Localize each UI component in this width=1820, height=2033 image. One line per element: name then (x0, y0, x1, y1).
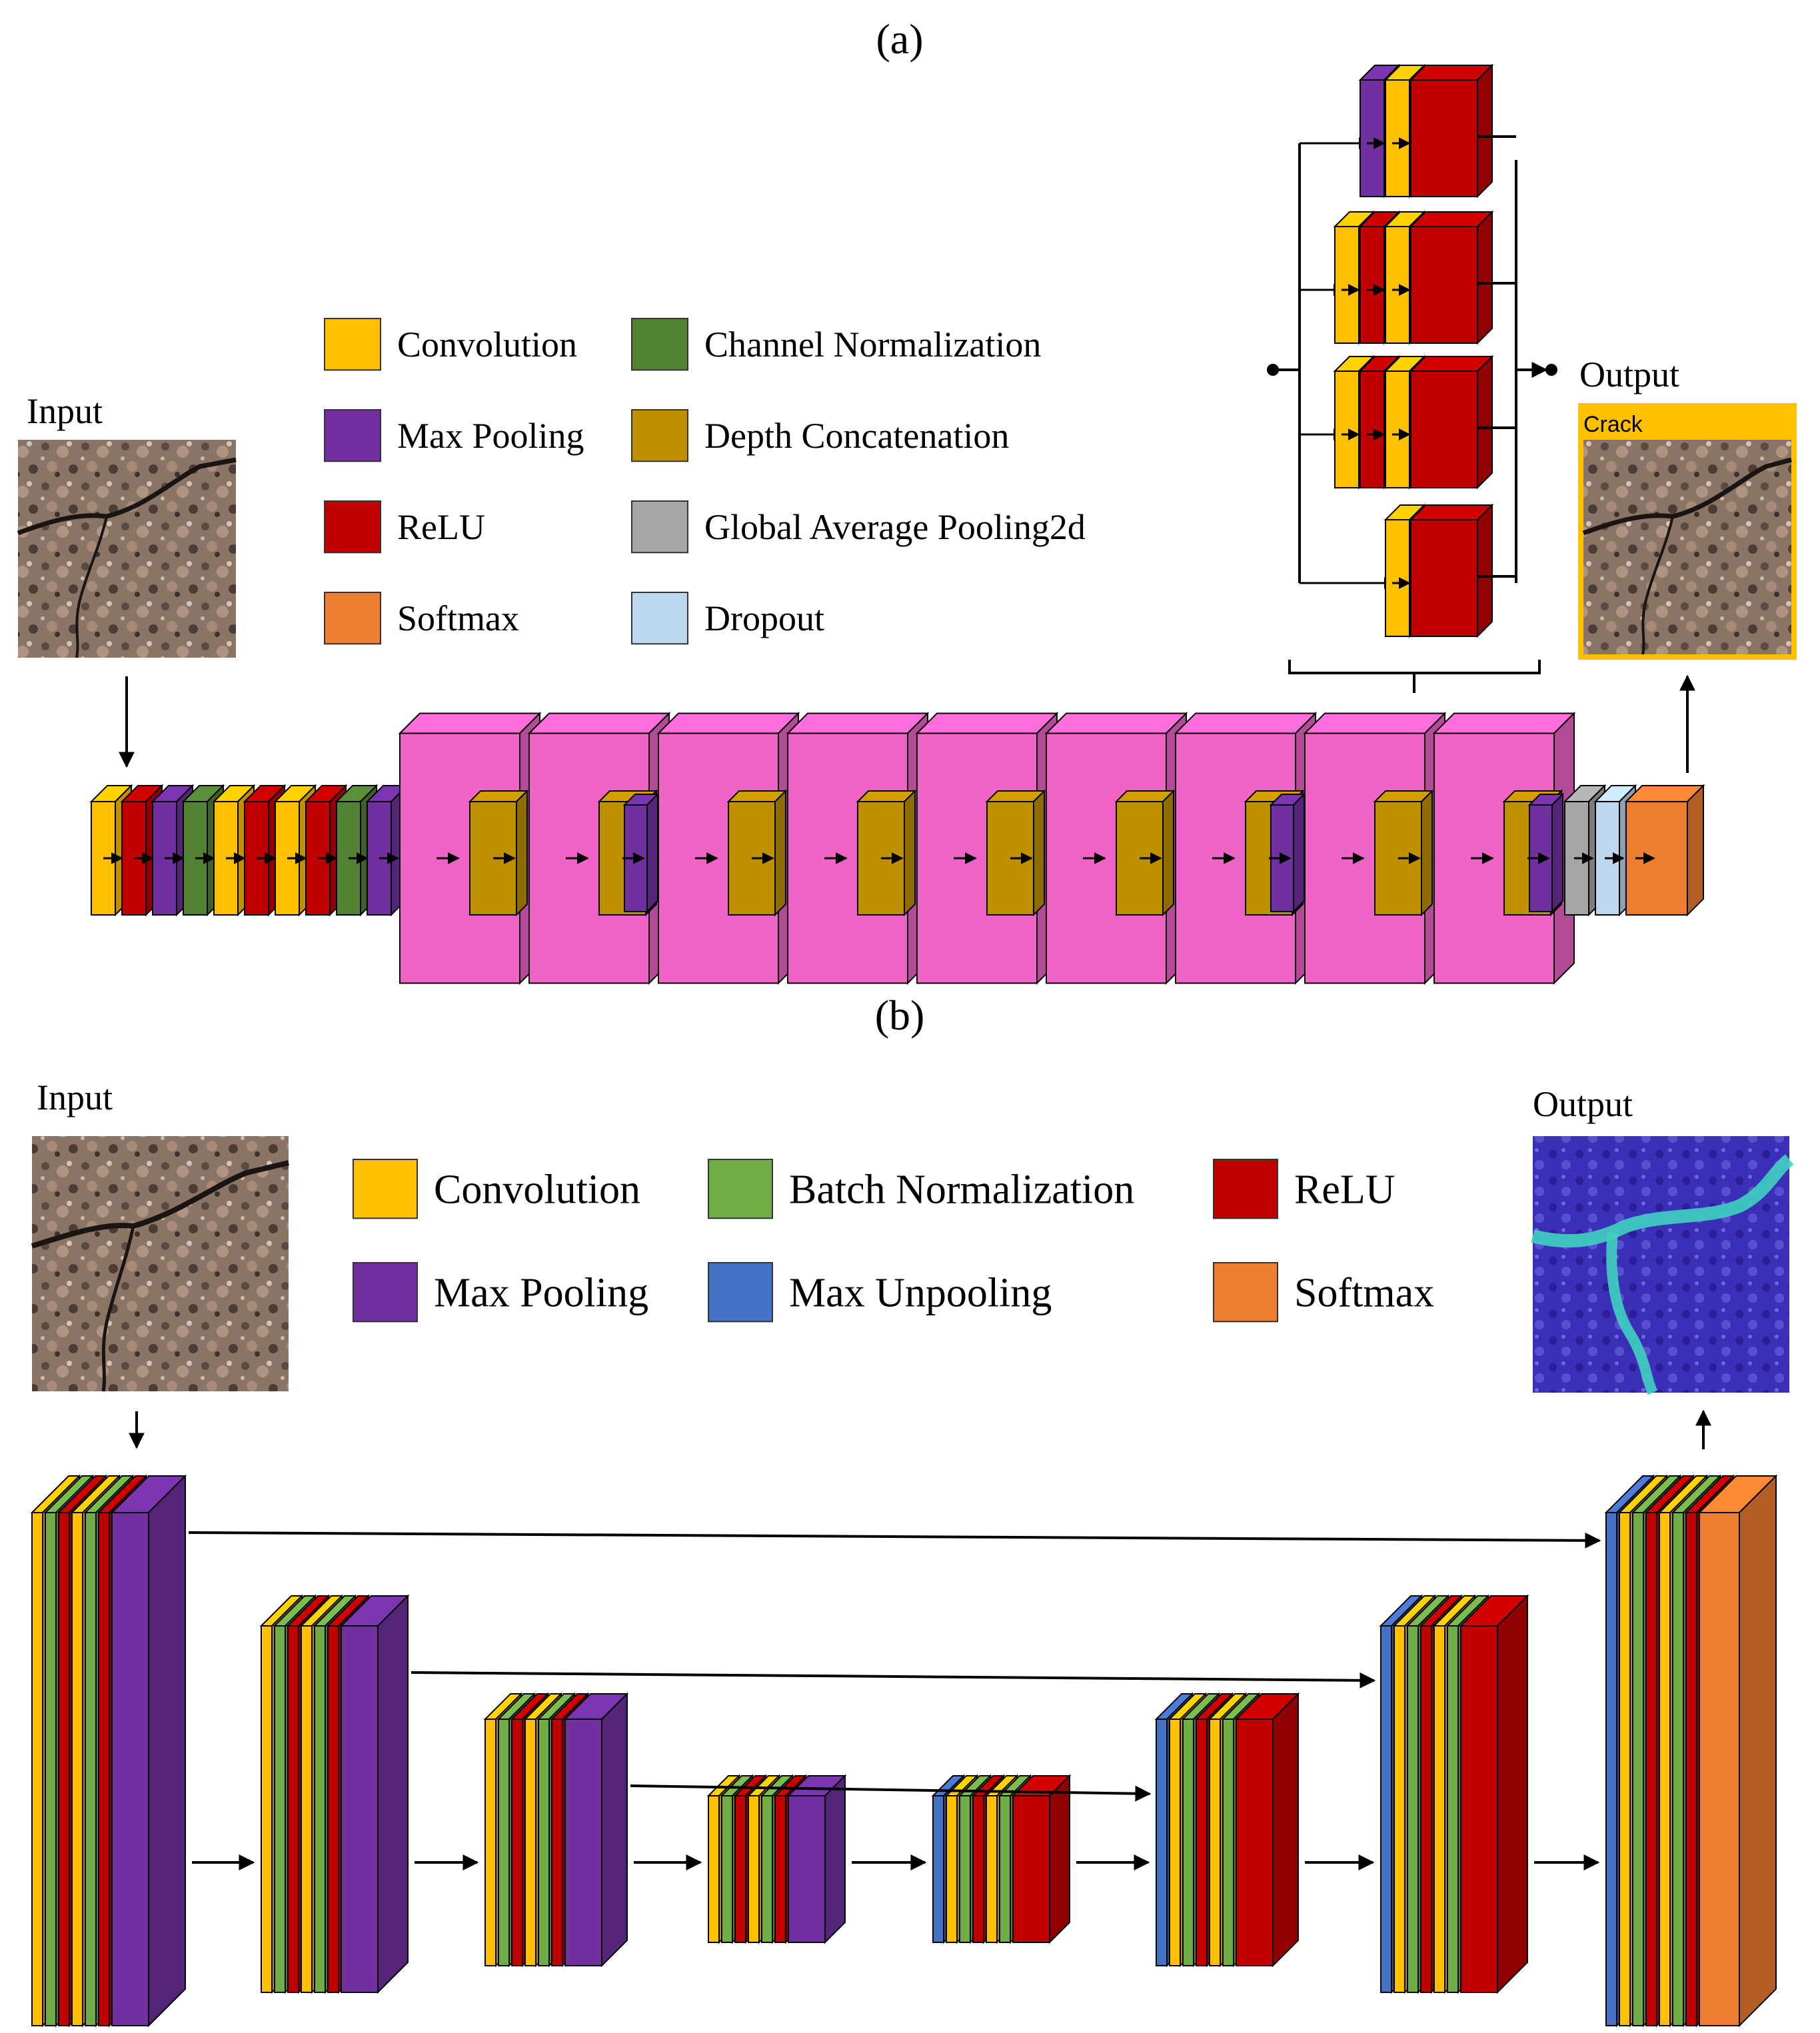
legend-a-item-4-swatch (631, 318, 688, 371)
legend-a-item-2-swatch (324, 500, 381, 554)
legend-b-item-4: ReLU (1213, 1159, 1395, 1219)
block-3-layer-6 (786, 1774, 847, 1944)
inception-inner-5-0 (1114, 789, 1176, 917)
legend-a-item-2-label: ReLU (397, 507, 485, 547)
inception-inner-1-1 (622, 792, 660, 914)
legend-a-item-0: Convolution (324, 318, 577, 371)
legend-a-item-4: Channel Normalization (631, 318, 1041, 371)
legend-b-item-1-label: Max Pooling (434, 1270, 648, 1315)
branch-3-layer-1 (1409, 503, 1494, 638)
branch-0-layer-2 (1409, 63, 1494, 199)
legend-b-item-0-label: Convolution (434, 1167, 640, 1212)
inception-bracket (1288, 660, 1541, 693)
legend-a-item-6-swatch (631, 500, 688, 554)
block-6-layer-6 (1459, 1594, 1529, 1994)
inception-inner-4-0 (985, 789, 1046, 917)
inception-inner-6-1 (1269, 792, 1306, 914)
skip-connection-1 (411, 1671, 1376, 1689)
legend-b-item-0-swatch (353, 1159, 418, 1219)
inception-merge-dot (1545, 364, 1557, 376)
legend-a-item-1-label: Max Pooling (397, 416, 584, 456)
legend-b-item-5-swatch (1213, 1262, 1278, 1323)
branch-2-layer-3 (1409, 354, 1494, 490)
panel-b-network (30, 1474, 1778, 2028)
legend-a-item-0-label: Convolution (397, 325, 577, 364)
legend-a-item-7-label: Dropout (704, 598, 824, 638)
panel-a-label: (a) (876, 15, 923, 63)
legend-a-item-0-swatch (324, 318, 381, 371)
block-0-layer-6 (110, 1474, 187, 2028)
legend-b-item-1: Max Pooling (353, 1262, 648, 1323)
legend-b-item-2: Batch Normalization (708, 1159, 1134, 1219)
block-2-layer-6 (563, 1692, 629, 1968)
legend-a-item-6: Global Average Pooling2d (631, 500, 1086, 554)
legend-a-item-1: Max Pooling (324, 409, 584, 462)
panel-a-output-image (1578, 403, 1797, 660)
legend-b-item-3-label: Max Unpooling (789, 1270, 1052, 1315)
legend-a-item-5: Depth Concatenation (631, 409, 1009, 462)
tail-layer-2 (1624, 784, 1705, 917)
legend-a-item-1-swatch (324, 409, 381, 462)
legend-a-item-2: ReLU (324, 500, 485, 554)
legend-a-item-3-label: Softmax (397, 598, 519, 638)
legend-b-item-2-swatch (708, 1159, 773, 1219)
panel-a-output-label: Output (1579, 354, 1679, 394)
block-1-layer-6 (339, 1594, 410, 1994)
panel-a-input-label: Input (27, 391, 103, 431)
skip-connection-0 (188, 1531, 1601, 1549)
legend-b-item-4-label: ReLU (1294, 1167, 1395, 1212)
panel-b-input-label: Input (37, 1077, 113, 1117)
legend-a-item-5-swatch (631, 409, 688, 462)
legend-b-item-1-swatch (353, 1262, 418, 1323)
branch-1-layer-3 (1409, 210, 1494, 345)
legend-b-item-5-label: Softmax (1294, 1270, 1434, 1315)
legend-a-item-5-label: Depth Concatenation (704, 416, 1009, 456)
panel-a-input-image (17, 440, 237, 658)
legend-b-item-4-swatch (1213, 1159, 1278, 1219)
block-4-layer-6 (1011, 1774, 1072, 1944)
inception-inner-0-0 (468, 789, 529, 917)
panel-b-label: (b) (875, 992, 925, 1039)
panel-a-inception-detail (1267, 63, 1557, 638)
inception-inner-8-1 (1527, 792, 1565, 914)
panel-b-input-image (31, 1136, 289, 1392)
block-7-layer-7 (1697, 1474, 1778, 2028)
legend-b-item-3-swatch (708, 1262, 773, 1323)
legend-a-item-7: Dropout (631, 592, 824, 645)
legend-b-item-2-label: Batch Normalization (789, 1167, 1134, 1212)
panel-a-output-class: Crack (1583, 412, 1643, 437)
panel-b-output-label: Output (1533, 1084, 1633, 1124)
legend-b-item-3: Max Unpooling (708, 1262, 1052, 1323)
panel-a-network (89, 660, 1705, 985)
skip-connection-2 (630, 1784, 1152, 1802)
legend-b-item-0: Convolution (353, 1159, 640, 1219)
legend-a-item-4-label: Channel Normalization (704, 325, 1041, 364)
inception-inner-7-0 (1373, 789, 1434, 917)
legend-a-item-3: Softmax (324, 592, 519, 645)
block-5-layer-6 (1234, 1692, 1300, 1968)
legend-a-item-7-swatch (631, 592, 688, 645)
inception-inner-2-0 (726, 789, 788, 917)
legend-a-item-6-label: Global Average Pooling2d (704, 507, 1086, 547)
panel-b-output-image (1531, 1136, 1794, 1395)
legend-b-item-5: Softmax (1213, 1262, 1434, 1323)
inception-inner-3-0 (856, 789, 917, 917)
legend-a-item-3-swatch (324, 592, 381, 645)
